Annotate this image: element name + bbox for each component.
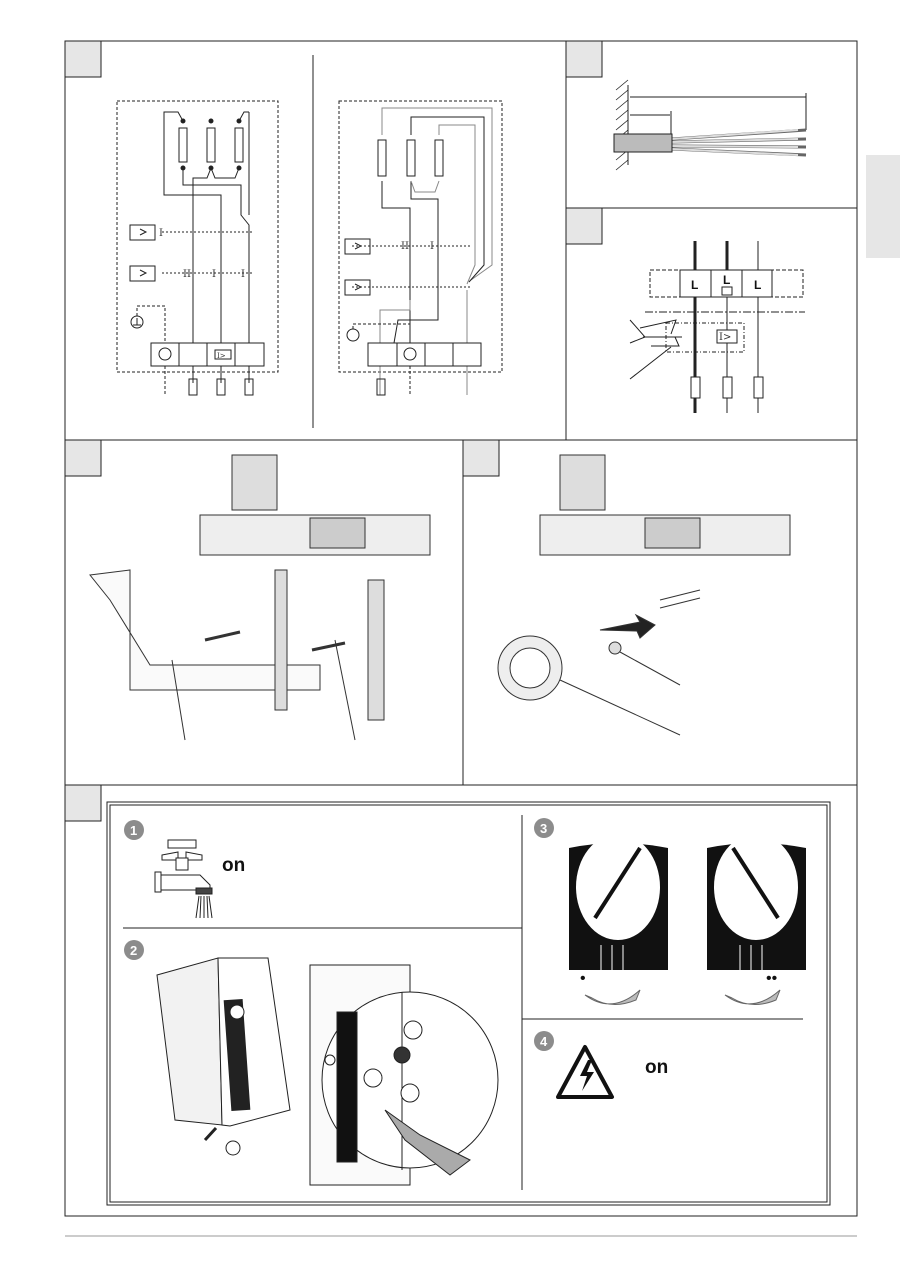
terminal-cell-label: L bbox=[754, 278, 761, 292]
label-box-c bbox=[565, 207, 603, 245]
switch-label: I bbox=[430, 241, 434, 252]
step-number: 4 bbox=[540, 1034, 548, 1049]
label-box-e bbox=[462, 439, 500, 477]
rotate-right-arrow-icon bbox=[724, 989, 781, 1005]
step-badge bbox=[124, 940, 144, 960]
high-voltage-warning-icon bbox=[556, 1045, 614, 1099]
overcurrent-label: I> bbox=[719, 332, 731, 343]
step-number: 2 bbox=[130, 943, 137, 958]
step-badge bbox=[124, 820, 144, 840]
cover-screw-icon bbox=[309, 964, 499, 1186]
setting-low: • bbox=[580, 970, 586, 987]
terminal-labels: L L L I> bbox=[691, 273, 761, 343]
step-3: 3 • •• bbox=[534, 818, 806, 1005]
setting-high: •• bbox=[766, 970, 777, 987]
label-box-d bbox=[64, 439, 102, 477]
instruction-panel bbox=[106, 801, 831, 1206]
figure-label-boxes bbox=[64, 40, 603, 822]
terminal-cell-label: L bbox=[691, 278, 698, 292]
wiring-diagram-left bbox=[116, 100, 279, 396]
relay-symbol: I> bbox=[217, 352, 226, 360]
switch-label: II bbox=[401, 241, 409, 252]
step-2: 2 bbox=[124, 940, 499, 1186]
label-box-f bbox=[64, 784, 102, 822]
heater-unit-icon bbox=[156, 957, 291, 1156]
step-4: 4 on bbox=[534, 1031, 668, 1099]
water-tap-icon bbox=[154, 839, 213, 919]
step-badge bbox=[534, 1031, 554, 1051]
step-number: 3 bbox=[540, 821, 547, 836]
cable-stripping-diagram bbox=[613, 79, 807, 171]
switch-label: II bbox=[183, 269, 191, 280]
step-1: 1 on bbox=[124, 820, 245, 919]
step-number: 1 bbox=[130, 823, 137, 838]
step-badge bbox=[534, 818, 554, 838]
step-1-caption: on bbox=[222, 855, 245, 876]
label-box-a bbox=[64, 40, 102, 78]
installation-photo-plug bbox=[497, 454, 791, 736]
installation-photo-bracket bbox=[89, 454, 431, 741]
label-box-b bbox=[565, 40, 603, 78]
side-tab bbox=[866, 155, 900, 258]
step-4-caption: on bbox=[645, 1057, 668, 1078]
switch-label: I bbox=[212, 269, 216, 280]
page-frame bbox=[64, 40, 858, 1217]
wiring-diagram-right bbox=[338, 100, 503, 396]
switch-labels-right: II I bbox=[401, 241, 434, 252]
terminal-cell-label: L bbox=[723, 273, 730, 287]
switch-labels-left: II I I I I> bbox=[159, 228, 245, 360]
terminal-diagram bbox=[629, 241, 805, 413]
rotate-left-arrow-icon bbox=[584, 989, 641, 1005]
temperature-knob-icon bbox=[569, 834, 806, 970]
switch-label: I bbox=[241, 269, 245, 280]
limiter-label: I bbox=[159, 228, 163, 239]
